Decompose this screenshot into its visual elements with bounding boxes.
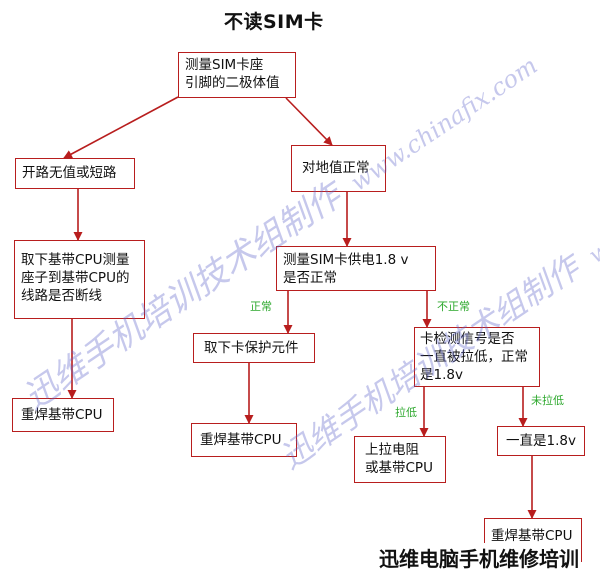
node-measure-supply: 测量SIM卡供电1.8 v 是否正常 (276, 246, 436, 291)
node-resolder-cpu-left: 重焊基带CPU (12, 398, 114, 432)
edge-label-normal: 正常 (250, 300, 272, 313)
node-always-18v: 一直是1.8v (497, 426, 585, 456)
edge-label-pulled-low: 拉低 (395, 406, 417, 419)
edge-label-abnormal: 不正常 (437, 300, 470, 313)
edge-root-to-open (63, 96, 179, 159)
edge-root-to-normal (285, 97, 333, 146)
node-detect-signal: 卡检测信号是否 一直被拉低，正常 是1.8v (414, 327, 540, 387)
node-remove-cpu-measure: 取下基带CPU测量 座子到基带CPU的 线路是否断线 (14, 240, 145, 319)
diagram-title: 不读SIM卡 (224, 11, 324, 33)
node-measure-diode: 测量SIM卡座 引脚的二极体值 (178, 52, 296, 98)
node-open-short: 开路无值或短路 (15, 158, 135, 189)
node-remove-protect: 取下卡保护元件 (193, 333, 315, 363)
edge-label-not-pulled-low: 未拉低 (531, 394, 564, 407)
node-resolder-cpu-mid: 重焊基带CPU (191, 423, 297, 457)
node-pullup-resistor: 上拉电阻 或基带CPU (354, 436, 446, 483)
footer-brand: 迅维电脑手机维修培训 (377, 543, 581, 572)
node-normal-to-ground: 对地值正常 (291, 145, 386, 192)
